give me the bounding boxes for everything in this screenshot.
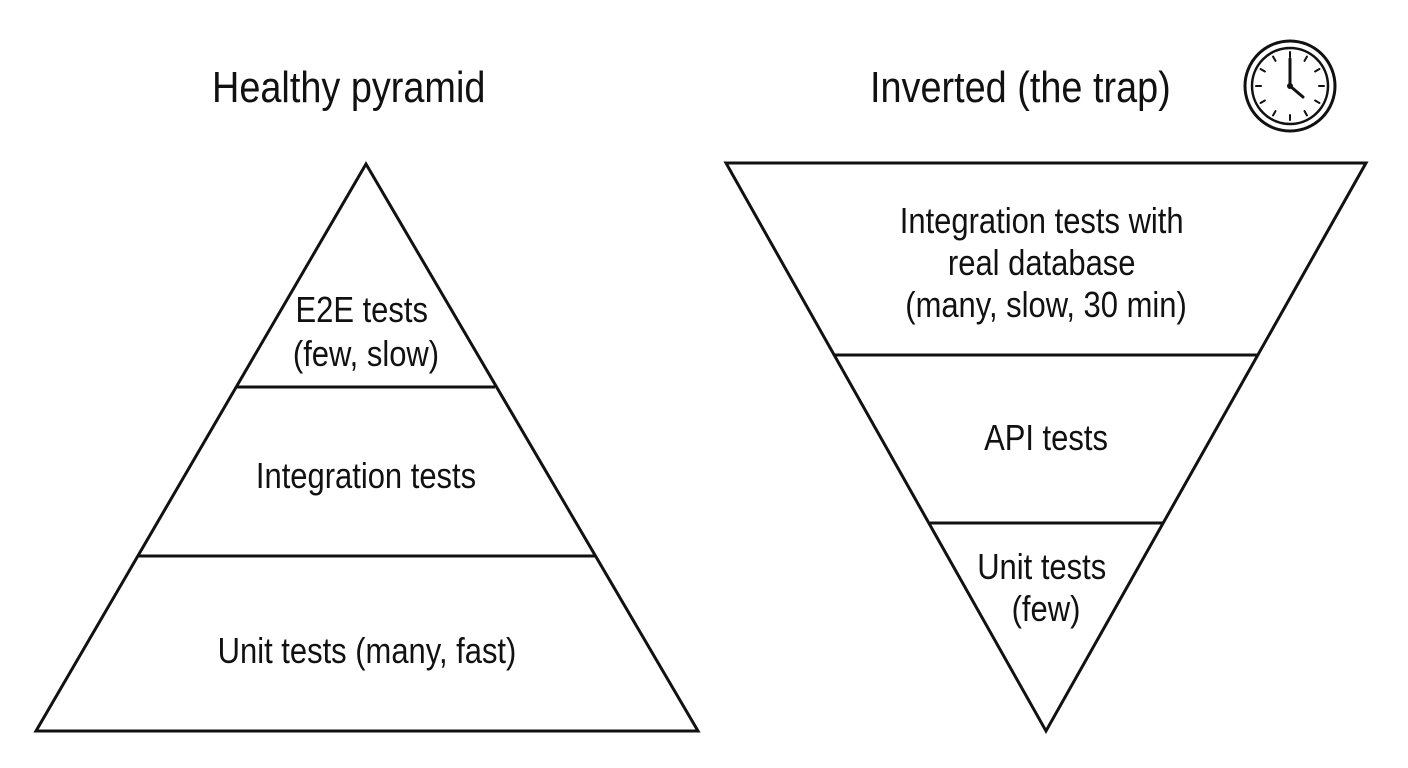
inverted-tier-top-label: Integration tests with real database (ma…	[900, 202, 1192, 326]
inverted-tier-top-line-1: Integration tests with	[900, 202, 1184, 242]
inverted-tier-middle-line-1: API tests	[984, 419, 1108, 459]
clock-tick	[1259, 68, 1266, 73]
inverted-tier-top-line-2: real database	[948, 244, 1136, 284]
clock-tick	[1303, 55, 1308, 62]
healthy-tier-middle-line-1: Integration tests	[256, 457, 476, 497]
inverted-pyramid-outline	[723, 161, 1369, 735]
healthy-tier-top-line-1: E2E tests	[295, 291, 427, 331]
clock-center-pin	[1287, 83, 1293, 89]
healthy-tier-top-label: E2E tests (few, slow)	[293, 291, 439, 375]
inverted-tier-middle-label: API tests	[984, 419, 1108, 459]
healthy-tier-middle-label: Integration tests	[256, 457, 476, 497]
healthy-tier-labels: E2E tests (few, slow) Integration tests …	[218, 291, 517, 672]
clock-inner-ring	[1250, 46, 1330, 126]
inverted-tier-bottom-line-1: Unit tests	[977, 548, 1106, 588]
clock-ticks	[1255, 51, 1325, 121]
clock-tick	[1259, 99, 1266, 104]
inverted-tier-bottom-label: Unit tests (few)	[977, 548, 1115, 630]
clock-tick	[1314, 68, 1321, 73]
inverted-pyramid	[723, 161, 1369, 735]
clock-tick	[1303, 110, 1308, 117]
healthy-tier-bottom-line-1: Unit tests (many, fast)	[218, 632, 517, 672]
clock-icon	[1243, 39, 1337, 133]
clock-tick	[1272, 110, 1277, 117]
clock-tick	[1314, 99, 1321, 104]
healthy-pyramid-title: Healthy pyramid	[212, 63, 486, 112]
inverted-tier-labels: Integration tests with real database (ma…	[900, 202, 1192, 630]
clock-tick	[1272, 55, 1277, 62]
healthy-tier-top-line-2: (few, slow)	[293, 335, 439, 375]
healthy-pyramid-outline	[33, 161, 701, 733]
healthy-tier-bottom-label: Unit tests (many, fast)	[218, 632, 517, 672]
healthy-pyramid	[33, 161, 701, 733]
inverted-tier-top-line-3: (many, slow, 30 min)	[905, 286, 1186, 326]
inverted-pyramid-title: Inverted (the trap)	[870, 63, 1171, 112]
inverted-tier-bottom-line-2: (few)	[1012, 590, 1081, 630]
